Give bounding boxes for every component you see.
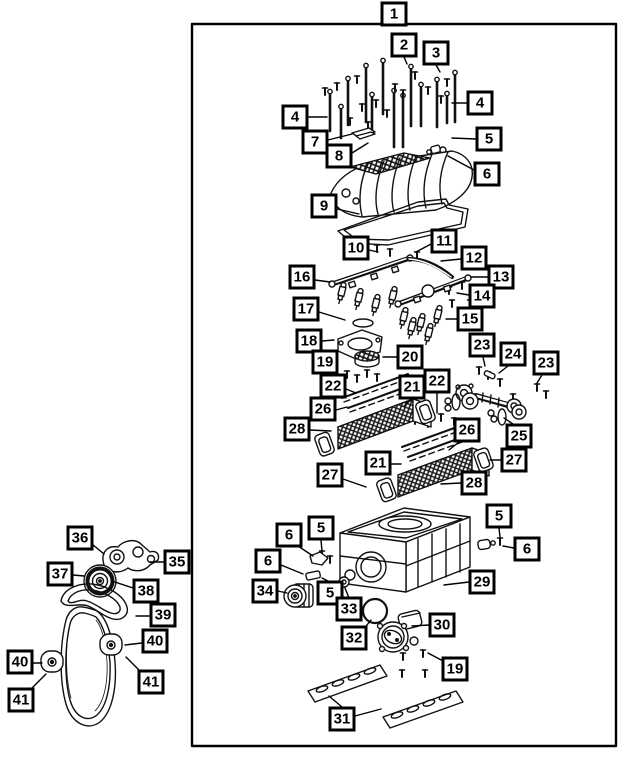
callout-22[interactable]: 22 [319, 373, 347, 399]
upper-intercooler-drawing [314, 373, 436, 457]
callout-7[interactable]: 7 [301, 129, 329, 155]
callout-16[interactable]: 16 [288, 264, 316, 290]
callout-9[interactable]: 9 [310, 193, 338, 219]
callout-14[interactable]: 14 [468, 283, 496, 309]
callout-27[interactable]: 27 [316, 462, 344, 488]
callout-22[interactable]: 22 [423, 368, 451, 394]
throttle-body-drawing [376, 609, 423, 653]
callout-5[interactable]: 5 [316, 580, 344, 606]
leader-lines [30, 56, 543, 717]
callout-28[interactable]: 28 [283, 416, 311, 442]
callout-21[interactable]: 21 [364, 450, 392, 476]
runner-gaskets-drawing [307, 664, 464, 729]
callout-18[interactable]: 18 [295, 328, 323, 354]
idler-pulleys-drawing [40, 633, 123, 673]
callout-40[interactable]: 40 [141, 628, 169, 654]
callout-4[interactable]: 4 [466, 90, 494, 116]
callout-41[interactable]: 41 [7, 687, 35, 713]
callout-41[interactable]: 41 [137, 669, 165, 695]
callout-39[interactable]: 39 [149, 602, 177, 628]
callout-21[interactable]: 21 [398, 374, 426, 400]
callout-37[interactable]: 37 [46, 561, 74, 587]
callout-4[interactable]: 4 [281, 104, 309, 130]
callout-2[interactable]: 2 [390, 32, 418, 58]
callout-40[interactable]: 40 [6, 649, 34, 675]
callout-35[interactable]: 35 [163, 549, 191, 575]
callout-25[interactable]: 25 [505, 423, 533, 449]
supercharger-pulley-drawing [283, 583, 314, 608]
callout-30[interactable]: 30 [428, 612, 456, 638]
callout-11[interactable]: 11 [430, 228, 458, 254]
supercharger-housing-drawing [339, 507, 471, 593]
housing-brackets-drawing [305, 538, 496, 581]
callout-19[interactable]: 19 [311, 349, 339, 375]
callout-6[interactable]: 6 [275, 522, 303, 548]
callout-15[interactable]: 15 [456, 306, 484, 332]
callout-28[interactable]: 28 [460, 470, 488, 496]
callout-38[interactable]: 38 [132, 578, 160, 604]
callout-1[interactable]: 1 [380, 1, 408, 27]
callout-6[interactable]: 6 [513, 536, 541, 562]
callout-23[interactable]: 23 [468, 332, 496, 358]
callout-29[interactable]: 29 [468, 569, 496, 595]
callout-10[interactable]: 10 [342, 235, 370, 261]
lower-intercooler-drawing [376, 422, 494, 503]
callout-3[interactable]: 3 [422, 40, 450, 66]
fuel-rail-drawing [328, 254, 472, 308]
callout-23[interactable]: 23 [532, 350, 560, 376]
throttle-oring-drawing [361, 597, 389, 625]
callout-26[interactable]: 26 [453, 417, 481, 443]
callout-33[interactable]: 33 [335, 596, 363, 622]
callout-26[interactable]: 26 [309, 396, 337, 422]
pcv-plate-drawing [351, 127, 376, 140]
callout-19[interactable]: 19 [441, 656, 469, 682]
callout-6[interactable]: 6 [254, 548, 282, 574]
callout-8[interactable]: 8 [325, 143, 353, 169]
bypass-shaft-drawing [444, 370, 527, 426]
callout-6[interactable]: 6 [473, 161, 501, 187]
callout-5[interactable]: 5 [307, 515, 335, 541]
callout-36[interactable]: 36 [66, 525, 94, 551]
callout-12[interactable]: 12 [460, 245, 488, 271]
callout-32[interactable]: 32 [340, 625, 368, 651]
callout-5[interactable]: 5 [475, 126, 503, 152]
callout-34[interactable]: 34 [251, 578, 279, 604]
callout-13[interactable]: 13 [487, 264, 515, 290]
belt-tensioner-drawing [102, 540, 160, 573]
callout-20[interactable]: 20 [396, 344, 424, 370]
callout-24[interactable]: 24 [499, 341, 527, 367]
callout-31[interactable]: 31 [328, 706, 356, 732]
callout-5[interactable]: 5 [485, 503, 513, 529]
callout-17[interactable]: 17 [292, 296, 320, 322]
serpentine-belt-drawing [60, 583, 129, 727]
throttle-spacer-drawing [337, 318, 383, 368]
callout-27[interactable]: 27 [500, 447, 528, 473]
